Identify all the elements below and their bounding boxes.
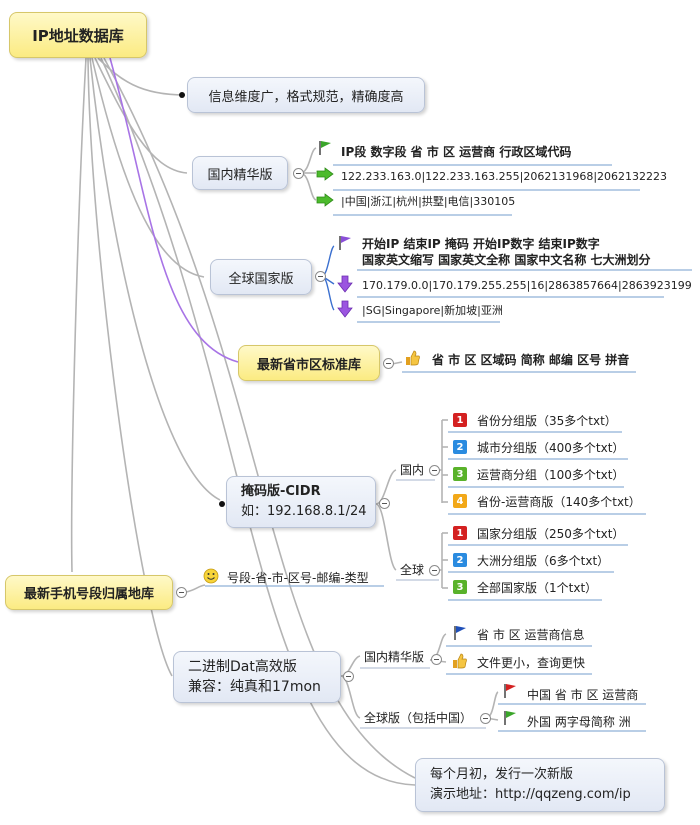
collapse-toggle[interactable] — [379, 498, 390, 509]
region-std-fields: 省 市 区 区域码 简称 邮编 区号 拼音 — [432, 353, 630, 367]
domestic-sample-geo: |中国|浙江|杭州|拱墅|电信|330105 — [341, 195, 516, 208]
global-sample-range: 170.179.0.0|170.179.255.255|16|286385766… — [362, 279, 692, 292]
green-arrow-icon — [316, 167, 334, 181]
purple-down-arrow-icon — [337, 275, 353, 293]
green-flag-icon — [504, 711, 516, 725]
global-fields-line2: 国家英文缩写 国家英文全称 国家中文名称 七大洲划分 — [362, 253, 651, 267]
cidr-example: 如：192.168.8.1/24 — [241, 504, 367, 519]
cidr-item-text: 省份-运营商版（140多个txt） — [477, 495, 641, 509]
thumbs-up-icon — [453, 653, 467, 669]
collapse-toggle[interactable] — [343, 671, 354, 682]
collapse-toggle[interactable] — [383, 358, 394, 369]
collapse-toggle[interactable] — [429, 565, 440, 576]
global-fields-line1: 开始IP 结束IP 掩码 开始IP数字 结束IP数字 — [362, 237, 600, 251]
collapse-toggle[interactable] — [431, 654, 442, 665]
collapse-toggle[interactable] — [293, 168, 304, 179]
info-text: 信息维度广，格式规范，精确度高 — [208, 89, 404, 105]
dat-node[interactable]: 二进制Dat高效版 兼容：纯真和17mon — [173, 651, 341, 703]
smiley-icon — [203, 568, 219, 584]
cidr-item-text: 全部国家版（1个txt） — [477, 581, 598, 595]
cidr-item-text: 省份分组版（35多个txt） — [477, 414, 617, 428]
green-flag-icon — [319, 141, 331, 155]
dat-domestic-item: 文件更小，查询更快 — [477, 656, 586, 670]
region-std-node[interactable]: 最新省市区标准库 — [238, 345, 380, 381]
release-node[interactable]: 每个月初，发行一次新版 演示地址：http://qqzeng.com/ip — [415, 758, 665, 812]
root-title: IP地址数据库 — [32, 26, 124, 45]
global-sample-geo: |SG|Singapore|新加坡|亚洲 — [362, 304, 503, 317]
thumbs-up-icon — [406, 350, 420, 366]
bullet-dot — [179, 92, 185, 98]
release-line1: 每个月初，发行一次新版 — [430, 767, 574, 782]
number-badge-icon: 4 — [453, 494, 467, 508]
green-arrow-icon — [316, 193, 334, 207]
blue-flag-icon — [454, 626, 466, 640]
cidr-item-text: 城市分组版（400多个txt） — [477, 441, 625, 455]
dat-compat: 兼容：纯真和17mon — [188, 679, 321, 695]
red-flag-icon — [504, 684, 516, 698]
mobile-fields: 号段-省-市-区号-邮编-类型 — [227, 571, 369, 585]
dat-global-label: 全球版（包括中国） — [364, 711, 473, 725]
region-std-label: 最新省市区标准库 — [256, 357, 361, 373]
info-node[interactable]: 信息维度广，格式规范，精确度高 — [187, 77, 425, 113]
mobile-label: 最新手机号段归属地库 — [23, 587, 154, 602]
collapse-toggle[interactable] — [480, 713, 491, 724]
number-badge-icon: 2 — [453, 440, 467, 454]
root-node[interactable]: IP地址数据库 — [9, 12, 147, 58]
domestic-fields: IP段 数字段 省 市 区 运营商 行政区域代码 — [341, 145, 572, 159]
collapse-toggle[interactable] — [429, 465, 440, 476]
dat-title: 二进制Dat高效版 — [188, 659, 297, 675]
purple-flag-icon — [339, 236, 351, 250]
cidr-global-label: 全球 — [400, 563, 425, 577]
cidr-item-text: 运营商分组（100多个txt） — [477, 468, 625, 482]
bullet-dot — [219, 501, 225, 507]
number-badge-icon: 3 — [453, 467, 467, 481]
collapse-toggle[interactable] — [315, 271, 326, 282]
collapse-toggle[interactable] — [176, 587, 187, 598]
cidr-item-text: 国家分组版（250多个txt） — [477, 527, 625, 541]
purple-down-arrow-icon — [337, 300, 353, 318]
domestic-sample-range: 122.233.163.0|122.233.163.255|2062131968… — [341, 170, 668, 183]
dat-global-item: 外国 两字母简称 洲 — [527, 715, 631, 729]
cidr-domestic-label: 国内 — [400, 463, 425, 477]
global-label: 全球国家版 — [228, 271, 294, 287]
number-badge-icon: 1 — [453, 413, 467, 427]
domestic-node[interactable]: 国内精华版 — [192, 156, 288, 190]
cidr-item-text: 大洲分组版（6多个txt） — [477, 554, 610, 568]
cidr-title: 掩码版-CIDR — [241, 484, 321, 499]
global-node[interactable]: 全球国家版 — [210, 259, 312, 295]
mobile-node[interactable]: 最新手机号段归属地库 — [5, 575, 173, 610]
dat-global-item: 中国 省 市 区 运营商 — [527, 688, 639, 702]
domestic-label: 国内精华版 — [207, 167, 273, 183]
number-badge-icon: 1 — [453, 526, 467, 540]
dat-domestic-label: 国内精华版 — [364, 650, 425, 664]
number-badge-icon: 2 — [453, 553, 467, 567]
number-badge-icon: 3 — [453, 580, 467, 594]
cidr-node[interactable]: 掩码版-CIDR 如：192.168.8.1/24 — [226, 476, 376, 528]
dat-domestic-item: 省 市 区 运营商信息 — [477, 628, 585, 642]
release-line2: 演示地址：http://qqzeng.com/ip — [430, 787, 631, 802]
